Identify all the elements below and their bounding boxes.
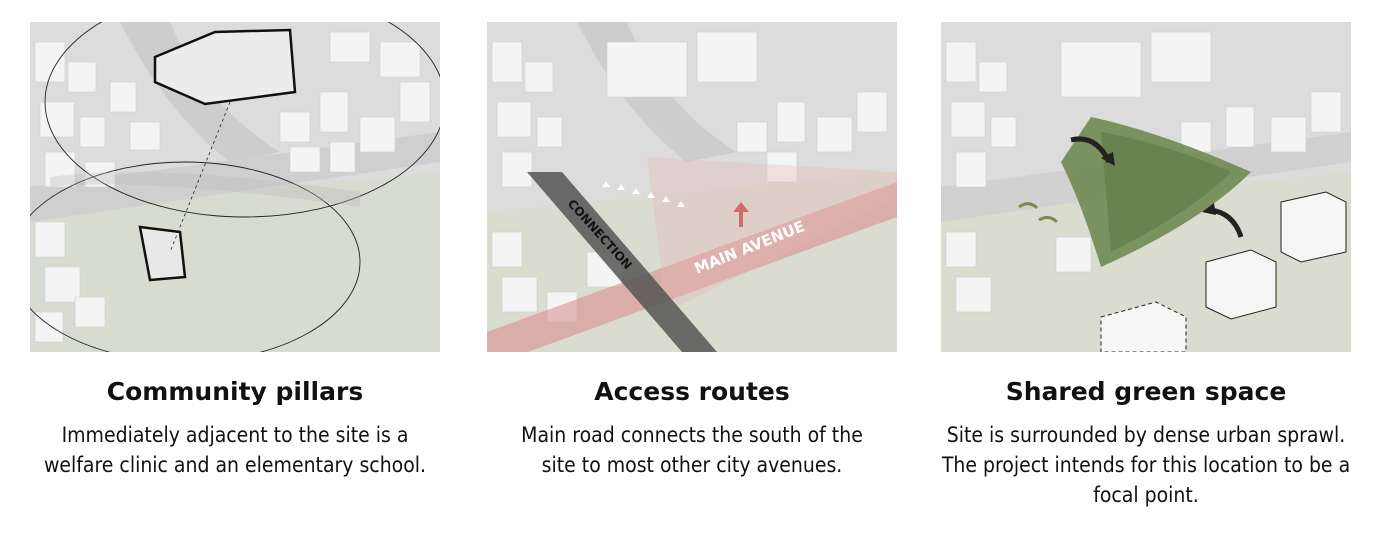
description-line: The project intends for this location to… xyxy=(941,453,1351,477)
description-line: focal point. xyxy=(1093,483,1199,507)
panel-title: Community pillars xyxy=(106,377,364,406)
description-line: Immediately adjacent to the site is a xyxy=(61,423,409,447)
description-line: Main road connects the south of the xyxy=(521,423,863,447)
community-pillars-map xyxy=(30,22,440,352)
description-line: welfare clinic and an elementary school. xyxy=(43,453,427,477)
panel-title: Shared green space xyxy=(1005,377,1287,406)
access-routes-illustration: CONNECTION MAIN AVENUE xyxy=(487,22,897,352)
panel-title: Access routes xyxy=(594,377,790,406)
shared-green-space-illustration xyxy=(941,22,1351,352)
panel-description: Site is surrounded by dense urban sprawl… xyxy=(924,420,1368,510)
description-line: Site is surrounded by dense urban sprawl… xyxy=(946,423,1346,447)
shared-green-space-map xyxy=(941,22,1351,352)
description-line: site to most other city avenues. xyxy=(541,453,843,477)
access-routes-map: CONNECTION MAIN AVENUE xyxy=(487,22,897,352)
panel-description: Immediately adjacent to the site is a we… xyxy=(25,420,445,480)
panel-description: Main road connects the south of the site… xyxy=(482,420,902,480)
community-pillars-illustration xyxy=(30,22,440,352)
